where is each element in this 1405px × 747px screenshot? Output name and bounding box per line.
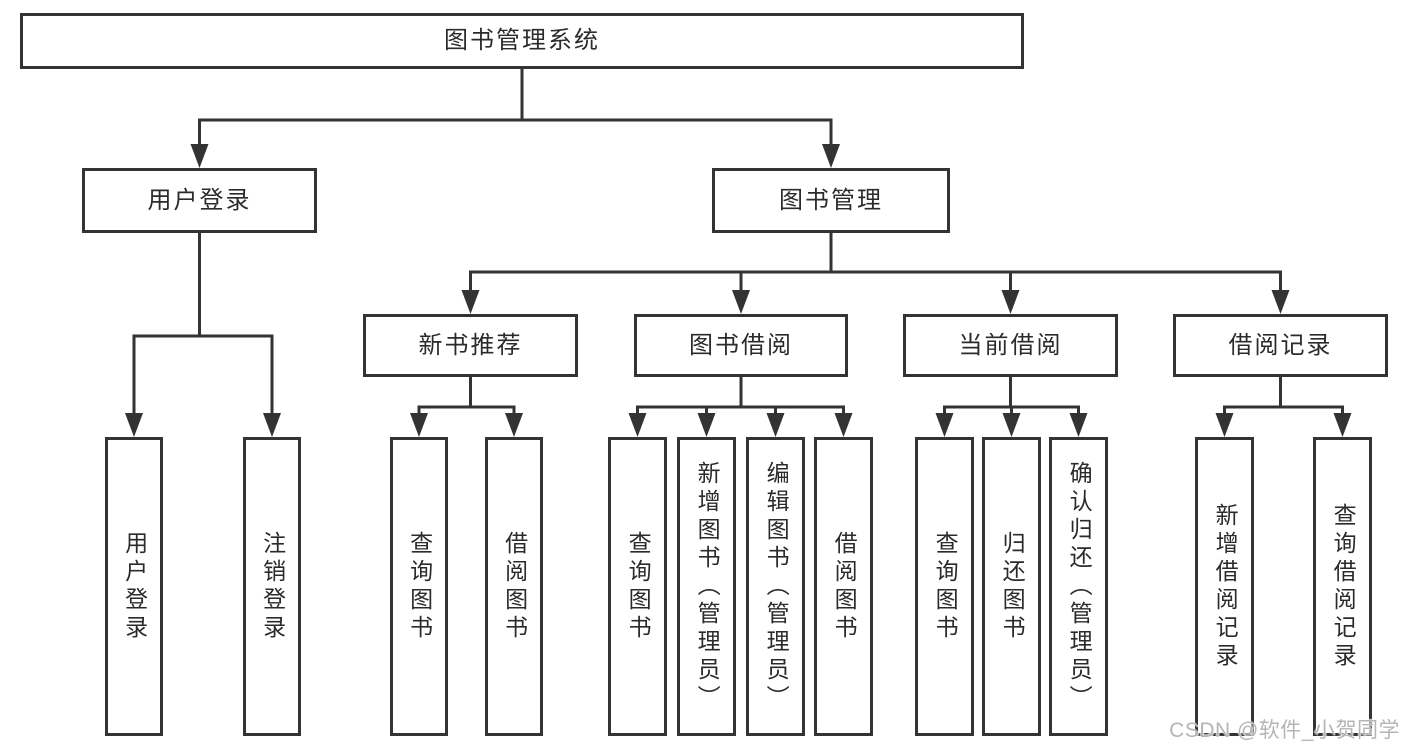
arrowhead-down-icon: [190, 144, 209, 168]
arrowhead-down-icon: [410, 413, 428, 437]
arrowhead-down-icon: [935, 413, 954, 437]
leaf-query-book-1: 查询图书: [390, 437, 448, 736]
node-borrow-records: 借阅记录: [1173, 314, 1388, 377]
arrowhead-down-icon: [1001, 290, 1020, 314]
leaf-logout: 注销登录: [243, 437, 301, 736]
leaf-return-book-label: 归还图书: [999, 530, 1026, 643]
leaf-add-book-admin: 新增图书（管理员）: [677, 437, 736, 736]
arrowhead-down-icon: [1002, 413, 1021, 437]
arrowhead-down-icon: [1333, 413, 1352, 437]
node-user-login-label: 用户登录: [147, 186, 252, 214]
leaf-query-borrow-record: 查询借阅记录: [1313, 437, 1372, 736]
leaf-user-login-label: 用户登录: [121, 530, 148, 643]
leaf-query-borrow-record-label: 查询借阅记录: [1330, 502, 1357, 671]
leaf-query-book-3-label: 查询图书: [932, 530, 959, 643]
leaf-query-book-3: 查询图书: [915, 437, 974, 736]
leaf-borrow-book-2: 借阅图书: [814, 437, 873, 736]
node-user-login: 用户登录: [82, 168, 317, 233]
connector-newbook-to-leaves: [417, 377, 516, 417]
arrowhead-down-icon: [1271, 290, 1290, 314]
node-new-book-recommend-label: 新书推荐: [418, 331, 523, 359]
leaf-borrow-book-1: 借阅图书: [485, 437, 543, 736]
node-book-borrow: 图书借阅: [634, 314, 848, 377]
node-book-management: 图书管理: [712, 168, 950, 233]
node-book-borrow-label: 图书借阅: [689, 331, 793, 359]
connector-root-to-level1: [198, 69, 833, 148]
leaf-query-book-1-label: 查询图书: [406, 530, 433, 643]
leaf-add-borrow-record-label: 新增借阅记录: [1212, 502, 1239, 671]
arrowhead-down-icon: [834, 413, 853, 437]
arrowhead-down-icon: [766, 413, 785, 437]
leaf-query-book-2-label: 查询图书: [625, 530, 652, 643]
node-new-book-recommend: 新书推荐: [363, 314, 578, 377]
connector-bookmgmt-to-level2: [469, 233, 1282, 294]
node-root-label: 图书管理系统: [444, 27, 600, 54]
arrowhead-down-icon: [1069, 413, 1088, 437]
arrowhead-down-icon: [732, 290, 750, 314]
leaf-add-book-admin-label: 新增图书（管理员）: [694, 460, 721, 713]
leaf-edit-book-admin-label: 编辑图书（管理员）: [763, 460, 790, 713]
arrowhead-down-icon: [263, 413, 281, 437]
node-root: 图书管理系统: [20, 13, 1024, 69]
arrowhead-down-icon: [505, 413, 523, 437]
connector-borrowrecords-to-leaves: [1223, 377, 1344, 417]
arrowhead-down-icon: [1215, 413, 1234, 437]
leaf-query-book-2: 查询图书: [608, 437, 667, 736]
node-book-management-label: 图书管理: [779, 186, 883, 214]
connector-userlogin-to-leaves: [132, 233, 274, 417]
node-current-borrow-label: 当前借阅: [958, 331, 1063, 359]
leaf-borrow-book-1-label: 借阅图书: [501, 530, 528, 643]
leaf-borrow-book-2-label: 借阅图书: [831, 530, 858, 643]
leaf-add-borrow-record: 新增借阅记录: [1195, 437, 1254, 736]
arrowhead-down-icon: [697, 413, 716, 437]
leaf-confirm-return-admin-label: 确认归还（管理员）: [1066, 460, 1093, 713]
leaf-confirm-return-admin: 确认归还（管理员）: [1049, 437, 1108, 736]
connector-currentborrow-to-leaves: [943, 377, 1080, 417]
arrowhead-down-icon: [628, 413, 647, 437]
arrowhead-down-icon: [125, 413, 143, 437]
arrowhead-down-icon: [822, 144, 840, 168]
leaf-logout-label: 注销登录: [259, 530, 286, 643]
leaf-return-book: 归还图书: [982, 437, 1041, 736]
node-current-borrow: 当前借阅: [903, 314, 1118, 377]
arrowhead-down-icon: [461, 290, 480, 314]
leaf-edit-book-admin: 编辑图书（管理员）: [746, 437, 805, 736]
watermark: CSDN @软件_小贺同学: [1169, 719, 1400, 742]
node-borrow-records-label: 借阅记录: [1228, 331, 1333, 359]
leaf-user-login: 用户登录: [105, 437, 163, 736]
connector-bookborrow-to-leaves: [636, 377, 845, 417]
